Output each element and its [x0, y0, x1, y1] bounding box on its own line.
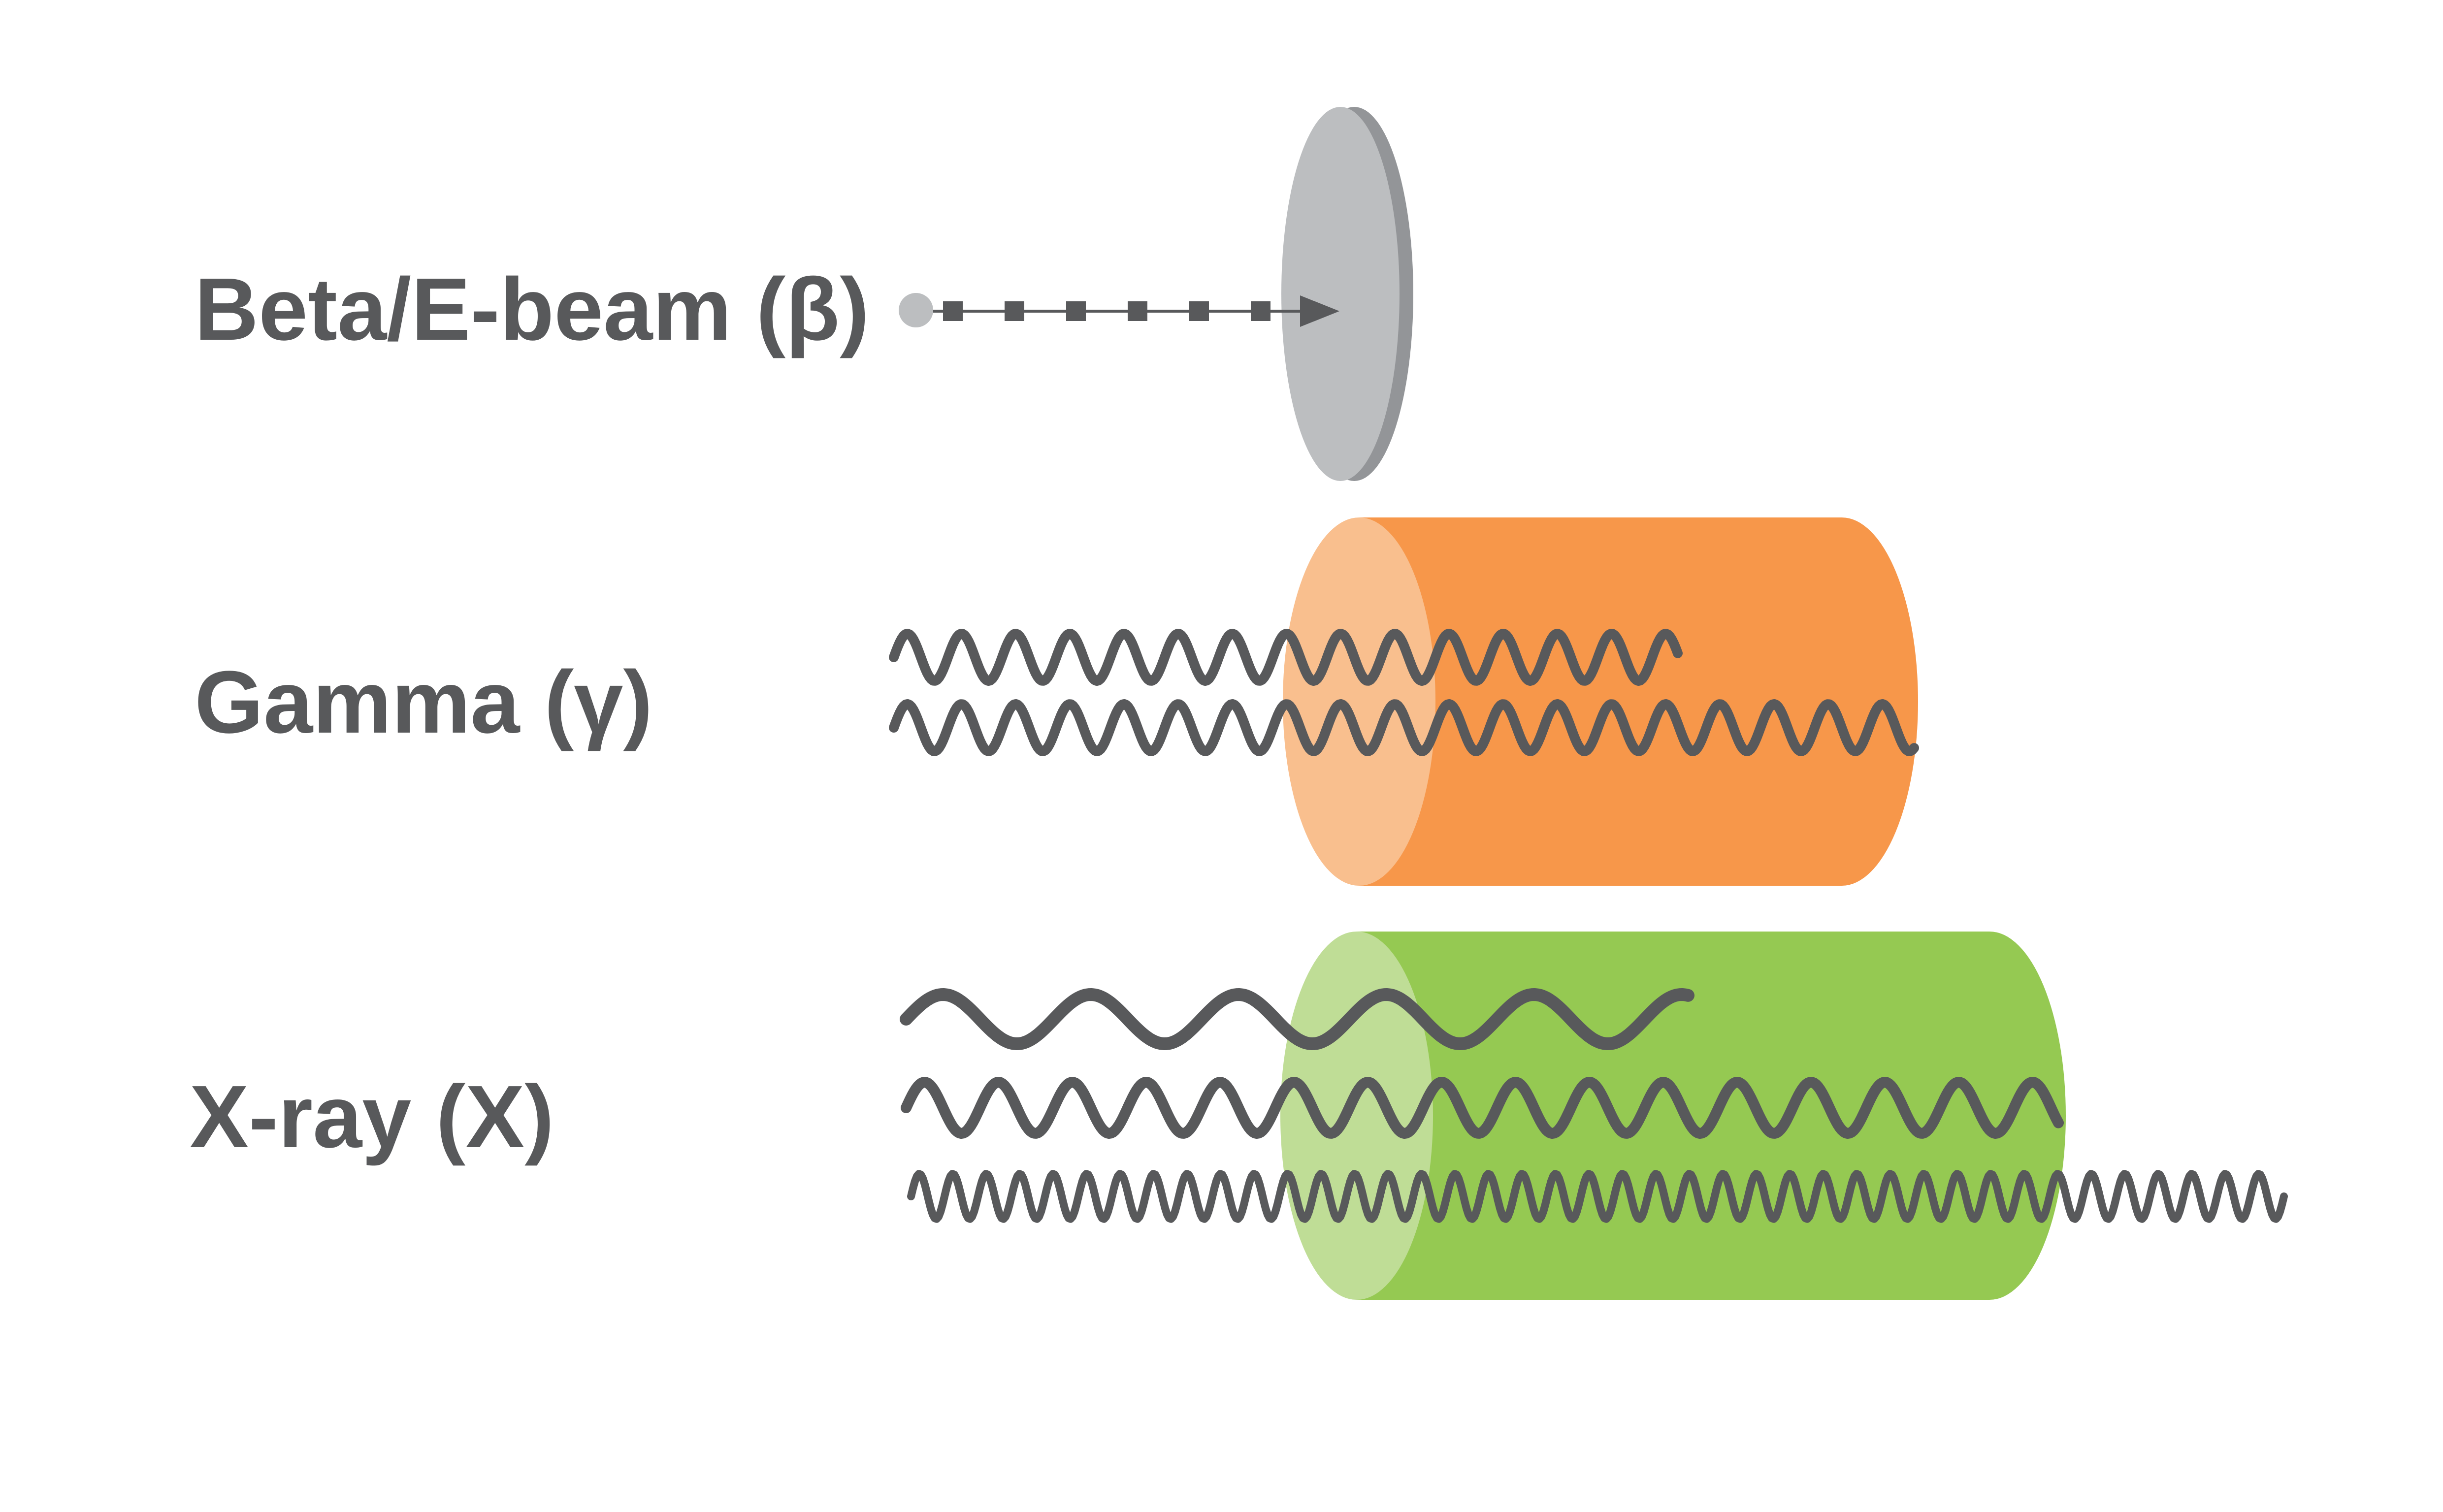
xray-cylinder-face: [1280, 932, 1433, 1300]
beta-dash-marks: [943, 301, 1270, 321]
radiation-waves: [889, 629, 2288, 1223]
gamma-cylinder-barrier: [1283, 517, 1918, 886]
xray-wave-long-wavelength: [900, 988, 1694, 1050]
xray-cylinder-barrier: [1280, 932, 2066, 1300]
beta-dash-mark: [1128, 301, 1147, 321]
xray-label: X-ray (X): [190, 1067, 554, 1166]
beta-arrowhead: [1300, 295, 1339, 327]
gamma-wave-short: [889, 629, 1683, 686]
xray-wave-short-wavelength: [907, 1170, 2288, 1223]
disc-face: [1281, 107, 1400, 481]
beta-dash-mark: [1251, 301, 1270, 321]
gamma-wave-long: [889, 699, 1919, 756]
beta-particle-path: [899, 293, 1339, 327]
beta-dash-mark: [1066, 301, 1086, 321]
gamma-label: Gamma (γ): [195, 653, 652, 752]
beta-label: Beta/E-beam (β): [195, 260, 869, 359]
beta-particle: [899, 293, 933, 327]
beta-disc-barrier: [1281, 107, 1413, 481]
gamma-cylinder-face: [1283, 517, 1435, 886]
beta-dash-mark: [943, 301, 963, 321]
beta-dash-mark: [1005, 301, 1024, 321]
xray-wave-medium-wavelength: [901, 1077, 2064, 1139]
beta-dash-mark: [1189, 301, 1209, 321]
gamma-cylinder-body: [1359, 517, 1918, 886]
